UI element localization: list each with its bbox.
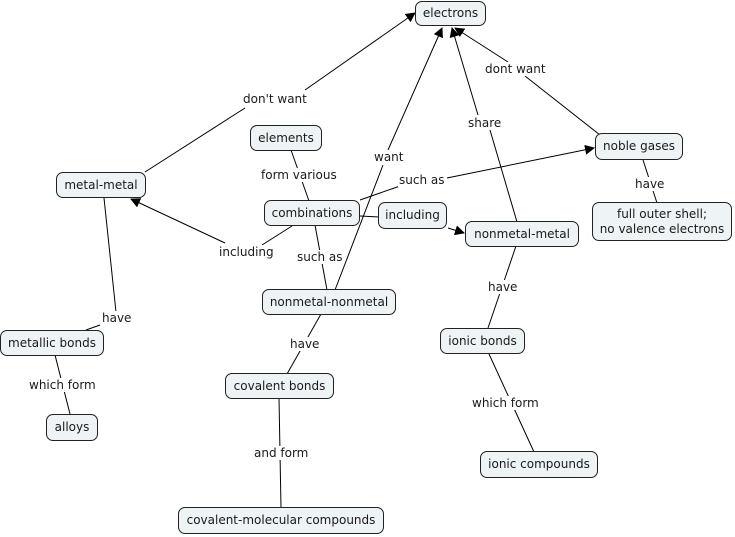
line-have-metallic [85,324,101,331]
line-nonmetal-want [334,164,384,291]
link-label-want: want [373,150,405,164]
link-label-such-as-nonmetal: such as [296,250,344,264]
node-full-outer-shell[interactable]: full outer shell; no valence electrons [592,202,732,241]
line-nonmetalmetal-share [489,129,518,223]
arrow-want-electrons [387,27,443,151]
node-noble-gases[interactable]: noble gases [595,133,683,160]
node-ionic-compounds[interactable]: ionic compounds [480,451,598,478]
link-label-dont-want: don't want [242,92,308,106]
arrow-share-electrons [449,27,479,116]
node-covalent-molecular-compounds[interactable]: covalent-molecular compounds [178,507,384,534]
line-combinations-suchas [359,185,401,201]
line-metal-metallic [103,197,117,313]
link-label-which-form-ionic: which form [471,396,540,410]
link-label-form-various: form various [260,168,338,182]
arrow-including-metal [130,198,226,244]
link-label-have-nonmetal-metal: have [487,280,519,294]
link-label-which-form-metallic: which form [28,378,97,392]
line-combinations-includingbox [359,215,380,218]
node-alloys[interactable]: alloys [46,414,98,441]
link-label-dont-want-noble: dont want [484,62,547,76]
arrow-includingbox-nonmetalmetal [447,225,465,236]
node-elements[interactable]: elements [250,125,322,151]
node-nonmetal-nonmetal[interactable]: nonmetal-nonmetal [262,289,396,315]
link-label-have-nonmetal-nonmetal: have [289,337,321,351]
node-ionic-bonds[interactable]: ionic bonds [440,328,525,354]
node-metallic-bonds[interactable]: metallic bonds [0,330,104,356]
arrow-dontwant-electrons [304,12,416,91]
node-electrons[interactable]: electrons [415,1,486,26]
line-metal-dontwant [144,107,246,173]
link-label-share: share [467,116,503,130]
link-label-have-noble: have [634,177,666,191]
line-noble-dontwant [524,75,601,136]
link-label-have-metal: have [101,311,133,325]
node-combinations[interactable]: combinations [264,200,360,226]
arrow-dontwant2-electrons [454,27,509,63]
link-label-including-metal: including [218,245,275,259]
line-combinations-including [261,225,293,246]
node-covalent-bonds[interactable]: covalent bonds [225,373,334,399]
node-nonmetal-metal[interactable]: nonmetal-metal [465,221,579,247]
node-metal-metal[interactable]: metal-metal [56,172,146,198]
node-including[interactable]: including [378,202,447,229]
link-label-such-as-noble: such as [398,173,446,187]
arrow-suchas-noble [446,144,595,179]
link-label-and-form: and form [253,446,310,460]
